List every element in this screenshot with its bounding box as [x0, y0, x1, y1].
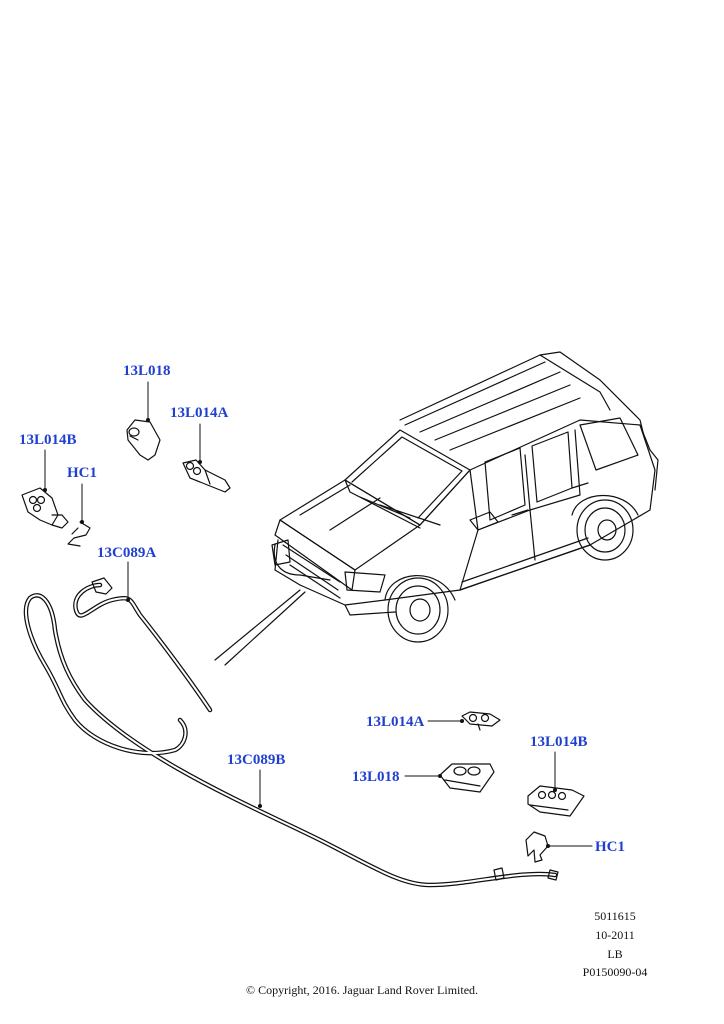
part-label-washer-jet-upper[interactable]: 13L014A	[170, 405, 229, 421]
part-label-hose-clip-upper[interactable]: HC1	[67, 465, 97, 481]
part-number: 5011615	[594, 909, 636, 923]
hose-clip-lower[interactable]	[525, 831, 549, 863]
callout-dots	[43, 418, 557, 848]
illustration-id: P0150090-04	[582, 965, 648, 979]
hose-clip-upper[interactable]	[67, 521, 91, 547]
part-label-washer-hose-b[interactable]: 13C089B	[227, 752, 286, 768]
part-label-washer-jet-lower[interactable]: 13L014A	[366, 714, 425, 730]
variant-code: LB	[607, 947, 623, 961]
vehicle-illustration	[271, 351, 659, 643]
part-label-jet-cover-upper[interactable]: 13L018	[123, 363, 171, 379]
part-label-jet-cover-lower[interactable]: 13L018	[352, 769, 400, 785]
part-label-jet-assembly-upper[interactable]: 13L014B	[19, 432, 77, 448]
washer-jet-lower[interactable]	[461, 711, 501, 731]
callout-leaders	[44, 381, 593, 847]
revision-date: 10-2011	[595, 928, 635, 942]
washer-hose-a[interactable]	[73, 582, 213, 713]
part-label-hose-clip-lower[interactable]: HC1	[595, 839, 625, 855]
jet-assembly-lower[interactable]	[527, 785, 585, 817]
washer-hose-b[interactable]	[23, 593, 558, 888]
hose-connector-a	[91, 577, 113, 595]
part-label-jet-assembly-lower[interactable]: 13L014B	[530, 734, 588, 750]
jet-cover-upper[interactable]	[126, 419, 161, 461]
part-label-washer-hose-a[interactable]: 13C089A	[97, 545, 157, 561]
hose-connector-b	[493, 867, 559, 881]
washer-jet-upper[interactable]	[182, 459, 231, 493]
copyright-notice: © Copyright, 2016. Jaguar Land Rover Lim…	[245, 983, 479, 997]
jet-assembly-upper[interactable]	[21, 487, 69, 529]
jet-cover-lower[interactable]	[439, 763, 495, 793]
